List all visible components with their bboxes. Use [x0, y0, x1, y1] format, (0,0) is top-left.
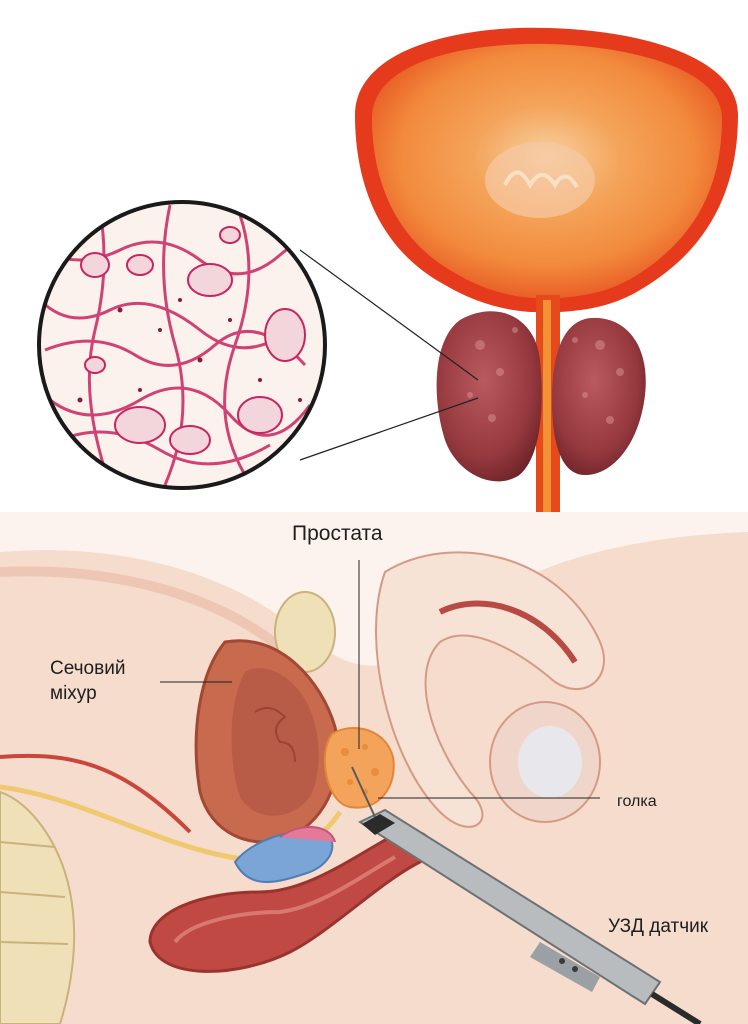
seminal-vesicles [233, 830, 334, 883]
label-bladder-line1: Сечовий [50, 658, 126, 679]
bladder-sagittal [194, 639, 340, 844]
biopsy-anatomy-panel [0, 512, 748, 1024]
prostate-illustration [37, 27, 738, 512]
prostate-illustration-panel [37, 27, 738, 512]
biopsy-needle [351, 766, 376, 818]
label-bladder-line2: міхур [50, 683, 97, 704]
label-ultrasound-probe: УЗД датчик [608, 916, 709, 937]
urethra-penile [438, 600, 578, 664]
zoom-line-upper [299, 249, 479, 381]
label-needle: голка [617, 793, 657, 810]
ultrasound-probe [357, 808, 702, 1024]
prostate-gland [323, 727, 395, 809]
biopsy-anatomy-illustration [0, 512, 748, 1024]
zoom-line-lower [299, 397, 479, 461]
bladder-3d [355, 27, 738, 312]
penis [375, 551, 605, 828]
label-prostate: Простата [292, 522, 383, 545]
sacrum [0, 790, 76, 1024]
testis [518, 726, 582, 798]
prostate-lobes [436, 311, 646, 482]
histology-micrograph [37, 200, 327, 490]
